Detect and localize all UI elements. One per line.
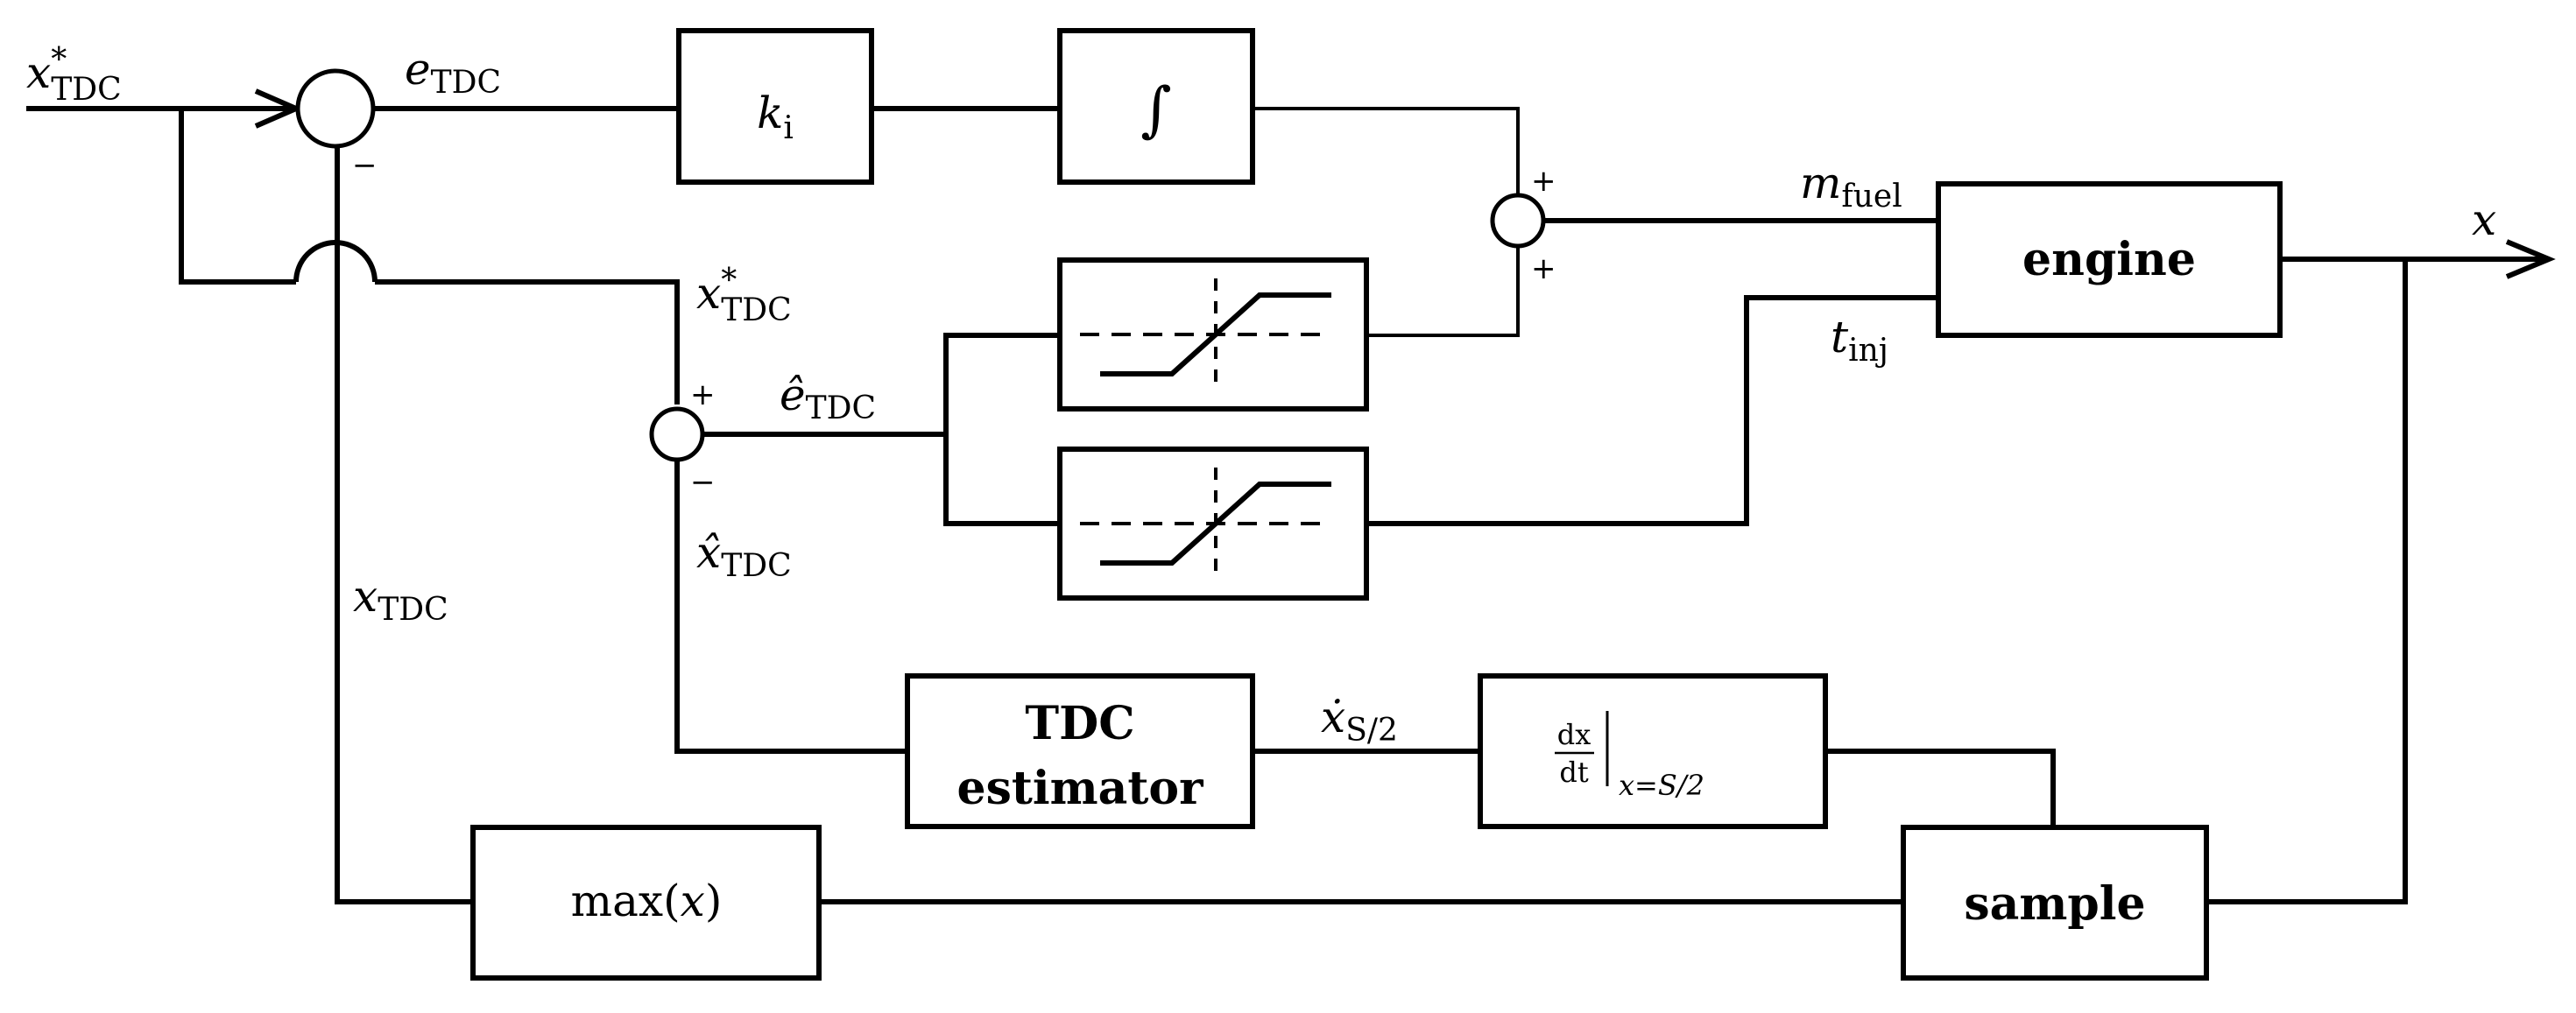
integrator-block [1057, 28, 1255, 185]
wire-int-to-sum2 [1253, 107, 1520, 201]
tdc-estimator-label-line1: TDC [1025, 697, 1134, 750]
ki-label: ki [757, 88, 794, 146]
svg-text:dt: dt [1559, 756, 1588, 789]
max-label: max(x) [571, 876, 723, 926]
wire-split [943, 333, 1060, 526]
wire-ref-to-sum3 [375, 279, 680, 404]
wire-deriv-to-sample [1825, 749, 2056, 827]
arrowhead-output [2505, 239, 2556, 279]
max-block [470, 825, 822, 981]
saturation-curve-lower-icon [1080, 468, 1331, 581]
wire-output-to-sample [2206, 259, 2408, 904]
signal-xdot: ẋS/2 [1321, 692, 1398, 749]
sample-block [1901, 825, 2209, 981]
signal-e-tdc: eTDC [405, 44, 501, 101]
sign-sum2-plus-bottom: + [1531, 251, 1556, 286]
svg-text:dx: dx [1557, 718, 1591, 751]
derivative-block [1478, 673, 1828, 829]
sample-label: sample [1964, 877, 2145, 931]
sum-junction-error [295, 68, 376, 149]
derivative-label: dx dt x=S/2 [1555, 711, 1704, 802]
wire-x-tdc-feedback [335, 128, 473, 904]
sign-sum3-minus: − [690, 465, 716, 500]
sum-junction-estimate-error [649, 406, 705, 462]
sign-sum3-plus: + [690, 377, 716, 412]
signal-m-fuel: mfuel [1800, 158, 1902, 215]
tdc-estimator-block [905, 673, 1255, 829]
signal-t-inj: tinj [1831, 312, 1888, 369]
saturation-curve-upper-icon [1080, 278, 1331, 392]
sum-junction-control [1490, 193, 1546, 249]
signal-x-ref: x*TDC [26, 42, 122, 108]
wire-sat1-to-sum2 [1366, 240, 1520, 337]
wires [26, 88, 2556, 904]
tdc-estimator-label-line2: estimator [957, 762, 1204, 815]
signal-x-hat: x̂TDC [696, 527, 792, 584]
signal-x-tdc: xTDC [353, 571, 448, 628]
signal-x-ref-inner: x*TDC [696, 263, 792, 328]
svg-text:x=S/2: x=S/2 [1619, 769, 1704, 802]
wire-ref-branch [179, 109, 296, 285]
integrator-label: ∫ [1140, 75, 1171, 144]
signal-x-output: x [2472, 194, 2496, 245]
gain-ki-block [676, 28, 874, 185]
engine-label: engine [2022, 233, 2196, 286]
engine-block [1936, 181, 2283, 338]
sign-sum2-plus-top: + [1531, 164, 1556, 199]
wire-x-hat [674, 454, 907, 754]
wire-t-inj [1366, 295, 1938, 526]
sign-sum1-minus: − [352, 148, 378, 183]
signal-e-hat: êTDC [780, 369, 876, 426]
